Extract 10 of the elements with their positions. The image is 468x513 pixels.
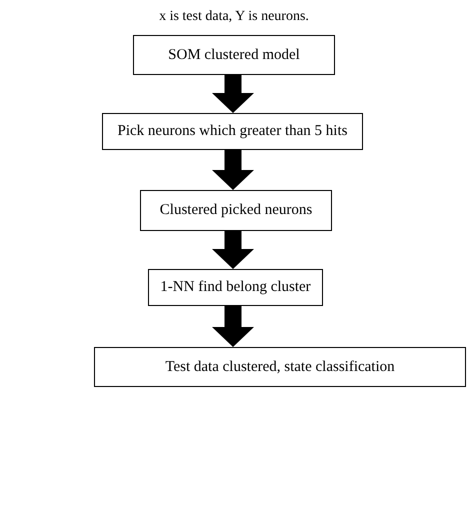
process-box: SOM clustered model bbox=[133, 35, 335, 75]
arrow bbox=[212, 150, 254, 190]
process-box: Test data clustered, state classification bbox=[94, 347, 466, 387]
title: x is test data, Y is neurons. bbox=[158, 9, 310, 25]
process-box: 1-NN find belong cluster bbox=[148, 269, 323, 306]
arrow bbox=[212, 231, 254, 269]
process-box: Clustered picked neurons bbox=[140, 190, 332, 231]
arrow bbox=[212, 306, 254, 347]
process-box: Pick neurons which greater than 5 hits bbox=[102, 113, 363, 150]
arrow bbox=[212, 75, 254, 113]
